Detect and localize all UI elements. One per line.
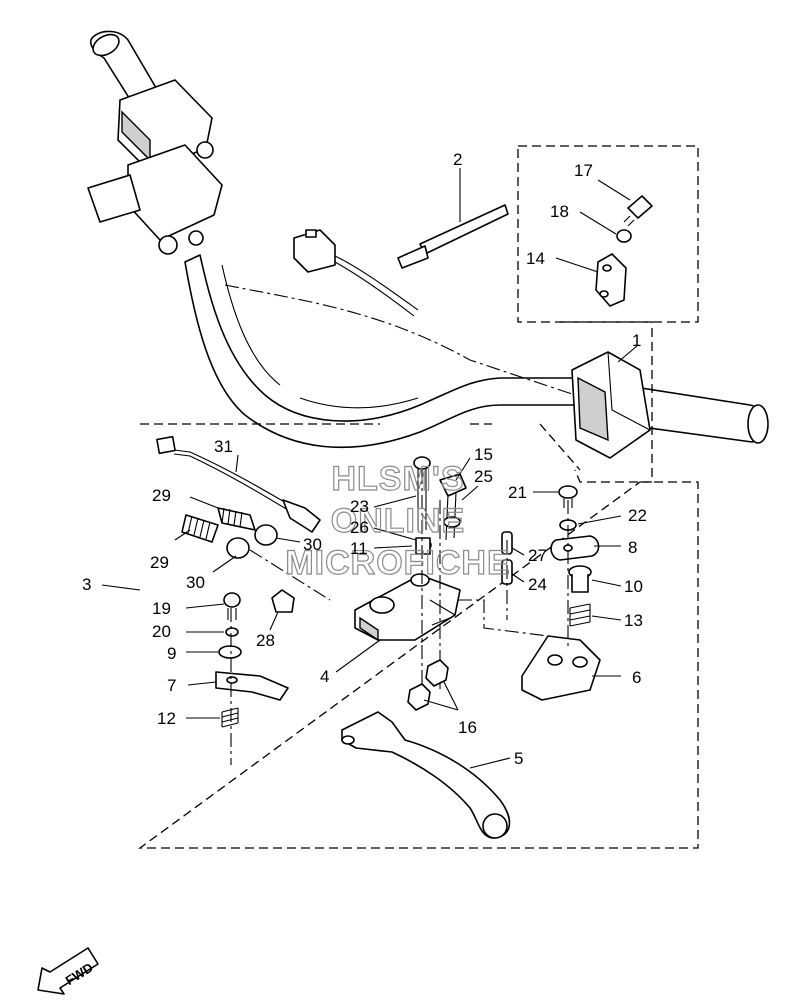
watermark-line-2: ONLINE bbox=[331, 502, 465, 540]
handlebar bbox=[184, 254, 591, 449]
callout-22: 22 bbox=[628, 506, 647, 525]
right-handlebar-switch bbox=[571, 351, 769, 459]
callout-30-bottom: 30 bbox=[186, 573, 205, 592]
locknut-30-bottom bbox=[226, 537, 250, 559]
bracket-7 bbox=[215, 671, 289, 701]
adjuster-axis bbox=[249, 549, 331, 601]
nut-16-a bbox=[425, 659, 449, 687]
callout-25: 25 bbox=[474, 467, 493, 486]
cable-band bbox=[397, 204, 509, 269]
callout-19: 19 bbox=[152, 599, 171, 618]
callout-23: 23 bbox=[350, 497, 369, 516]
callout-30-top: 30 bbox=[303, 535, 322, 554]
bracket-8 bbox=[550, 535, 600, 561]
callout-15: 15 bbox=[474, 445, 493, 464]
cover-link bbox=[458, 599, 549, 637]
callout-3: 3 bbox=[82, 575, 91, 594]
callout-9: 9 bbox=[167, 644, 176, 663]
switch-cover-6 bbox=[521, 635, 601, 701]
spring-13 bbox=[569, 603, 591, 627]
detail-box-clamp bbox=[517, 145, 699, 323]
callout-8: 8 bbox=[628, 538, 637, 557]
screw-19 bbox=[223, 592, 241, 620]
callout-21: 21 bbox=[508, 483, 527, 502]
washer-18 bbox=[616, 229, 632, 243]
adjuster-29-top bbox=[217, 507, 256, 531]
callout-29-bottom: 29 bbox=[150, 553, 169, 572]
cap-10 bbox=[568, 565, 592, 593]
cap-28 bbox=[271, 589, 295, 613]
connector-box-link bbox=[560, 321, 653, 483]
callout-12: 12 bbox=[157, 709, 176, 728]
callout-31: 31 bbox=[214, 437, 233, 456]
callout-14: 14 bbox=[526, 249, 545, 268]
lever-5 bbox=[341, 711, 511, 839]
bolt-23 bbox=[413, 456, 431, 530]
collar-11 bbox=[415, 537, 431, 555]
callout-28: 28 bbox=[256, 631, 275, 650]
watermark-line-1: HLSM'S bbox=[331, 460, 464, 498]
callout-26: 26 bbox=[350, 518, 369, 537]
spring-12 bbox=[221, 707, 239, 728]
locknut-30-top bbox=[254, 524, 278, 546]
bolt-15 bbox=[439, 473, 467, 541]
lever-holder-4 bbox=[354, 573, 461, 642]
callout-24: 24 bbox=[528, 575, 547, 594]
callout-labels: 1 2 3 4 5 6 7 8 9 10 11 12 13 14 15 16 1… bbox=[82, 150, 647, 768]
callout-6: 6 bbox=[632, 668, 641, 687]
callout-29-top: 29 bbox=[152, 486, 171, 505]
callout-16: 16 bbox=[458, 718, 477, 737]
callout-18: 18 bbox=[550, 202, 569, 221]
callout-2: 2 bbox=[453, 150, 462, 169]
callout-5: 5 bbox=[514, 749, 523, 768]
nut-16-b bbox=[407, 683, 431, 711]
callout-27: 27 bbox=[528, 546, 547, 565]
callout-7: 7 bbox=[167, 676, 176, 695]
bolt-17 bbox=[623, 195, 653, 227]
left-handlebar-switch bbox=[87, 30, 223, 255]
callout-1: 1 bbox=[632, 331, 641, 350]
callout-20: 20 bbox=[152, 622, 171, 641]
holder-14 bbox=[595, 253, 627, 307]
fwd-arrow-icon: FWD bbox=[37, 947, 99, 995]
washer-25 bbox=[443, 516, 461, 528]
wire-connector bbox=[293, 229, 419, 317]
washer-20 bbox=[225, 627, 239, 637]
assembly-box bbox=[138, 423, 699, 849]
washer-9 bbox=[218, 645, 242, 659]
callout-10: 10 bbox=[624, 577, 643, 596]
watermark-line-3: MICROFICHE bbox=[285, 544, 510, 582]
cable-switch-31 bbox=[156, 435, 321, 533]
leader-lines bbox=[101, 168, 638, 769]
screw-21 bbox=[558, 485, 578, 508]
callout-4: 4 bbox=[320, 667, 329, 686]
callout-11: 11 bbox=[350, 539, 368, 558]
callout-17: 17 bbox=[574, 161, 593, 180]
callout-13: 13 bbox=[624, 611, 643, 630]
watermark: HLSM'S ONLINE MICROFICHE bbox=[285, 459, 511, 582]
adjuster-29-bottom bbox=[181, 514, 219, 543]
